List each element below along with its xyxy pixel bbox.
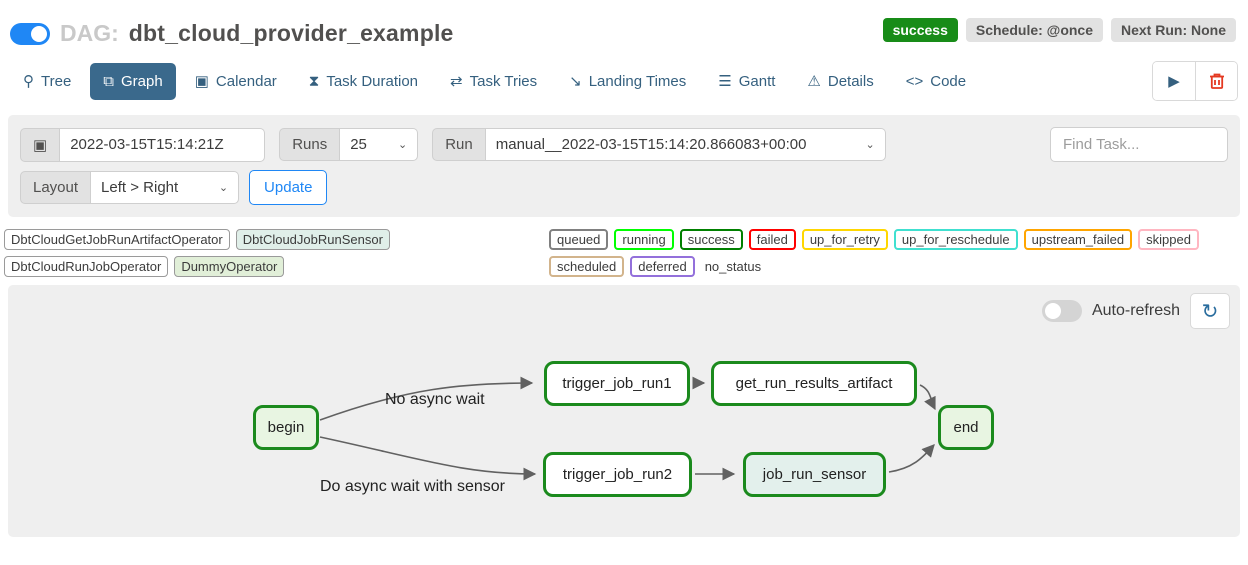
task-node-end[interactable]: end: [938, 405, 994, 450]
tab-calendar[interactable]: ▣ Calendar: [182, 62, 290, 100]
tab-label: Code: [930, 72, 967, 90]
tab-tree[interactable]: ⚲ Tree: [10, 62, 84, 100]
chevron-down-icon: ⌄: [398, 139, 408, 151]
run-value: manual__2022-03-15T15:14:20.866083+00:00: [495, 136, 807, 153]
task-node-trigger-job-run2[interactable]: trigger_job_run2: [543, 452, 692, 497]
edge-label-do-async-wait: Do async wait with sensor: [320, 478, 505, 495]
tab-details[interactable]: ⚠ Details: [794, 62, 886, 100]
status-legend-badge[interactable]: up_for_reschedule: [893, 229, 1018, 250]
legend: DbtCloudGetJobRunArtifactOperator DbtClo…: [0, 227, 1248, 285]
calendar-icon: ▣: [33, 136, 48, 154]
tab-code[interactable]: <> Code: [893, 63, 979, 100]
code-icon: <>: [905, 72, 924, 90]
tree-icon: ⚲: [23, 73, 34, 90]
tab-label: Calendar: [215, 72, 277, 90]
operator-badge: DbtCloudRunJobOperator: [4, 256, 169, 277]
dag-prefix-label: DAG:: [60, 20, 119, 46]
calendar-icon: ▣: [194, 73, 209, 90]
tab-label: Details: [827, 72, 874, 90]
refresh-icon: ↻: [1201, 300, 1219, 323]
chevron-down-icon: ⌄: [865, 139, 875, 151]
status-legend-badge[interactable]: success: [679, 229, 743, 250]
graph-panel: Auto-refresh ↻ begin trigger_job_run1 ge…: [8, 285, 1240, 537]
tab-graph[interactable]: ⧉ Graph: [90, 62, 176, 100]
run-label: Run: [432, 128, 486, 161]
trash-icon: [1209, 73, 1224, 89]
status-legend-badge[interactable]: upstream_failed: [1023, 229, 1133, 250]
tab-bar: ⚲ Tree ⧉ Graph ▣ Calendar ⧗ Task Duration ⇄ T…: [0, 51, 1248, 113]
schedule-badge: Schedule: @once: [965, 18, 1103, 42]
play-icon: ▶: [1168, 73, 1180, 90]
hourglass-icon: ⧗: [308, 72, 320, 90]
edge-begin-trigger2: [319, 436, 537, 481]
details-icon: ⚠: [807, 73, 821, 90]
dag-action-buttons: ▶: [1152, 61, 1238, 101]
tab-task-duration[interactable]: ⧗ Task Duration: [296, 63, 431, 100]
tab-label: Task Duration: [326, 72, 419, 90]
status-legend-badge[interactable]: scheduled: [549, 256, 625, 277]
page-title: dbt_cloud_provider_example: [128, 20, 454, 46]
filter-panel: ▣ Runs 25 ⌄ Run manual__2022-03-15T15:14:…: [8, 115, 1240, 217]
trigger-dag-button[interactable]: ▶: [1153, 62, 1195, 100]
edge-artifact-end: [919, 384, 936, 411]
edge-begin-trigger1: [319, 376, 534, 421]
operator-badge: DbtCloudJobRunSensor: [235, 229, 390, 250]
runs-label: Runs: [279, 128, 341, 161]
status-legend-badge[interactable]: failed: [748, 229, 796, 250]
chevron-down-icon: ⌄: [218, 182, 229, 194]
task-node-get-run-results-artifact[interactable]: get_run_results_artifact: [711, 361, 917, 406]
task-node-begin[interactable]: begin: [253, 405, 319, 450]
dag-pause-toggle[interactable]: [10, 22, 50, 45]
next-run-badge: Next Run: None: [1111, 18, 1236, 42]
run-select[interactable]: manual__2022-03-15T15:14:20.866083+00:00…: [485, 128, 886, 161]
tab-label: Task Tries: [469, 72, 538, 90]
task-node-job-run-sensor[interactable]: job_run_sensor: [743, 452, 886, 497]
runs-select[interactable]: 25 ⌄: [340, 128, 419, 161]
status-legend-badge[interactable]: queued: [549, 229, 609, 250]
find-task-input[interactable]: [1050, 127, 1228, 162]
tab-label: Graph: [121, 72, 163, 90]
tab-label: Gantt: [738, 72, 776, 90]
status-legend-badge[interactable]: running: [614, 229, 674, 250]
operator-legend: DbtCloudGetJobRunArtifactOperator DbtClo…: [4, 229, 549, 277]
layout-value: Left > Right: [101, 179, 179, 196]
update-button[interactable]: Update: [249, 170, 328, 205]
tab-gantt[interactable]: ☰ Gantt: [705, 62, 788, 100]
status-legend-badge[interactable]: deferred: [630, 256, 695, 277]
header: DAG: dbt_cloud_provider_example success …: [0, 0, 1248, 51]
tab-label: Tree: [41, 72, 72, 90]
repeat-icon: ⇄: [450, 73, 463, 90]
status-legend: queued running success failed up_for_ret…: [549, 229, 1244, 277]
operator-badge: DbtCloudGetJobRunArtifactOperator: [4, 229, 230, 250]
delete-dag-button[interactable]: [1195, 62, 1237, 100]
tab-landing-times[interactable]: ↘ Landing Times: [556, 62, 699, 100]
plane-landing-icon: ↘: [569, 73, 582, 90]
gantt-bars-icon: ☰: [718, 73, 732, 90]
edge-sensor-end: [888, 444, 935, 473]
base-date-input[interactable]: [60, 127, 266, 162]
status-legend-badge[interactable]: skipped: [1138, 229, 1199, 250]
refresh-button[interactable]: ↻: [1190, 293, 1230, 329]
status-badge: success: [882, 18, 958, 42]
graph-icon: ⧉: [103, 72, 115, 90]
operator-badge: DummyOperator: [174, 256, 285, 277]
toggle-knob: [31, 25, 47, 42]
layout-select[interactable]: Left > Right ⌄: [91, 171, 240, 204]
status-legend-badge[interactable]: up_for_retry: [801, 229, 888, 250]
tab-label: Landing Times: [588, 72, 687, 90]
dag-edges: [319, 376, 936, 481]
layout-label: Layout: [20, 171, 92, 204]
date-picker-button[interactable]: ▣: [20, 127, 61, 162]
runs-value: 25: [350, 136, 367, 153]
tab-task-tries[interactable]: ⇄ Task Tries: [437, 62, 550, 100]
edge-label-no-async-wait: No async wait: [385, 391, 485, 408]
auto-refresh-toggle[interactable]: [1041, 300, 1082, 322]
toggle-knob: [1044, 303, 1061, 319]
task-node-trigger-job-run1[interactable]: trigger_job_run1: [544, 361, 690, 406]
no-status-label: no_status: [704, 259, 762, 274]
auto-refresh-label: Auto-refresh: [1091, 302, 1180, 319]
